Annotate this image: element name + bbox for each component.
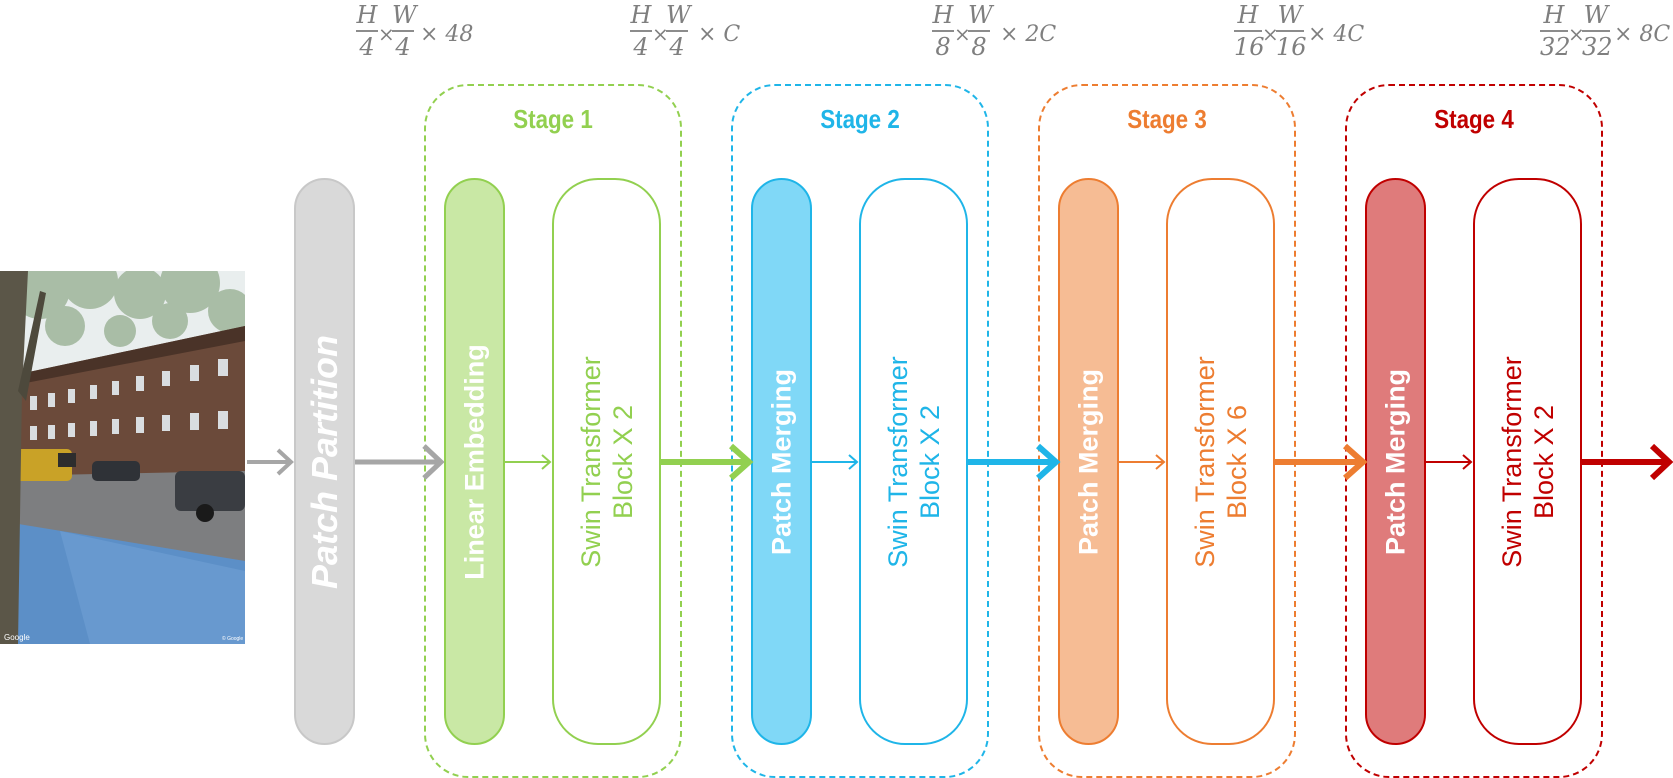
stage-1-title: Stage 1 xyxy=(513,104,593,134)
dim-h: H xyxy=(1543,1,1565,29)
stage-3-swin-block: Swin Transformer Block X 6 xyxy=(1166,178,1275,745)
dim-h: H xyxy=(630,1,652,29)
stage-4-title: Stage 4 xyxy=(1434,104,1514,134)
dim-w: W xyxy=(968,1,993,29)
stage-4-box xyxy=(1345,84,1603,778)
dim-times: × xyxy=(1262,22,1279,46)
arrow-stage-2-internal xyxy=(812,454,859,470)
stage-4-swin-block: Swin Transformer Block X 2 xyxy=(1473,178,1582,745)
arrow-stage-3-internal xyxy=(1119,454,1166,470)
dim-h: H xyxy=(356,1,378,29)
dim-channels: × 4C xyxy=(1308,22,1365,47)
patch-partition-block: Patch Partition xyxy=(294,178,355,745)
dim-h: H xyxy=(1237,1,1259,29)
dim-times: × xyxy=(378,22,395,46)
arrow-stage-2-to-3 xyxy=(968,443,1061,481)
dim-w-divisor: 8 xyxy=(971,33,987,61)
photo-watermark-right: © Google xyxy=(222,635,243,642)
stage-3-title: Stage 3 xyxy=(1127,104,1207,134)
arrow-partition-to-embedding xyxy=(355,444,445,480)
dim-times: × xyxy=(954,22,971,46)
stage-3-box xyxy=(1038,84,1296,778)
dim-h-divisor: 4 xyxy=(633,33,649,61)
dim-h-divisor: 8 xyxy=(935,33,951,61)
linear-embedding-block: Linear Embedding xyxy=(444,178,505,745)
stage-2-box xyxy=(731,84,989,778)
stage-2-title: Stage 2 xyxy=(820,104,900,134)
dim-h-divisor: 16 xyxy=(1234,33,1265,61)
arrow-stage-3-to-4 xyxy=(1275,443,1368,481)
dim-h-divisor: 32 xyxy=(1540,33,1571,61)
dim-channels: × 2C xyxy=(1000,22,1057,47)
stage-1-swin-block: Swin Transformer Block X 2 xyxy=(552,178,661,745)
dim-w: W xyxy=(1583,1,1609,29)
input-street-image: Google © Google xyxy=(0,271,245,644)
dim-w: W xyxy=(1277,1,1303,29)
dim-times: × xyxy=(652,22,669,46)
dim-times: × xyxy=(1568,22,1585,46)
arrow-stage-4-internal xyxy=(1426,454,1473,470)
patch-merging-block-stage-4: Patch Merging xyxy=(1365,178,1426,745)
dim-w-divisor: 32 xyxy=(1582,33,1613,61)
patch-merging-block-stage-2: Patch Merging xyxy=(751,178,812,745)
dim-w-divisor: 4 xyxy=(669,33,685,61)
dim-h: H xyxy=(932,1,954,29)
dim-channels: × 8C xyxy=(1614,22,1671,47)
arrow-stage-4-output xyxy=(1582,443,1673,481)
arrow-stage-1-to-2 xyxy=(661,443,754,481)
dim-channels: × 48 xyxy=(420,22,474,47)
dim-h-divisor: 4 xyxy=(359,33,375,61)
stage-2-swin-block: Swin Transformer Block X 2 xyxy=(859,178,968,745)
dim-w-divisor: 16 xyxy=(1276,33,1307,61)
arrow-stage-1-internal xyxy=(505,454,552,470)
dim-w-divisor: 4 xyxy=(395,33,411,61)
dim-w: W xyxy=(392,1,417,29)
arrow-image-to-partition xyxy=(247,448,294,476)
dim-channels: × C xyxy=(698,22,741,47)
stage-1-box xyxy=(424,84,682,778)
dim-w: W xyxy=(666,1,691,29)
photo-watermark-left: Google xyxy=(4,633,30,642)
